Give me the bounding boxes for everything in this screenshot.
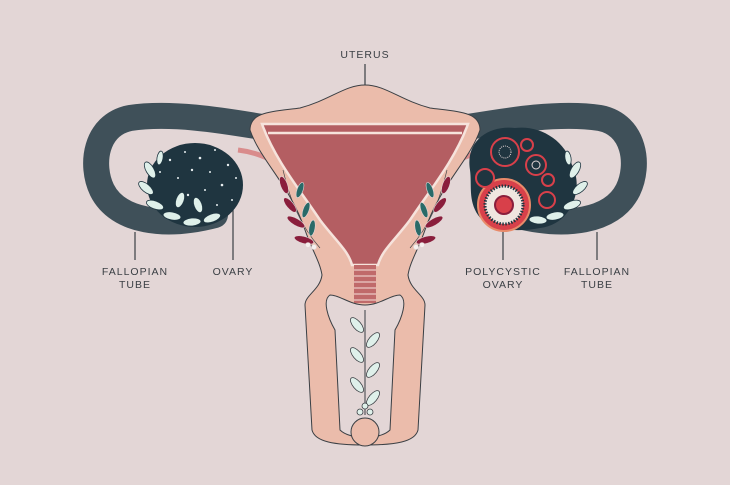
label-line: FALLOPIAN (101, 266, 169, 278)
left-fallopian-tube (83, 102, 275, 235)
left-ovary (138, 143, 243, 227)
label-line: POLYCYSTIC (465, 266, 541, 278)
label-line: TUBE (118, 279, 152, 291)
fallopian-tubes (83, 102, 647, 235)
right-laurel (409, 169, 451, 250)
label-right-fallopian-tube: FALLOPIAN TUBE (564, 266, 630, 292)
label-uterus: UTERUS (340, 49, 390, 61)
uterine-cavity (260, 122, 470, 267)
uterus (249, 84, 481, 447)
label-line: OVARY (482, 279, 524, 291)
label-ovary: OVARY (212, 266, 254, 278)
left-laurel (279, 169, 321, 250)
label-line: FALLOPIAN (563, 266, 631, 278)
label-polycystic-ovary: POLYCYSTIC OVARY (465, 266, 541, 292)
label-line: TUBE (580, 279, 614, 291)
right-fallopian-tube (455, 102, 647, 235)
label-left-fallopian-tube: FALLOPIAN TUBE (102, 266, 168, 292)
polycystic-ovary (469, 127, 588, 232)
